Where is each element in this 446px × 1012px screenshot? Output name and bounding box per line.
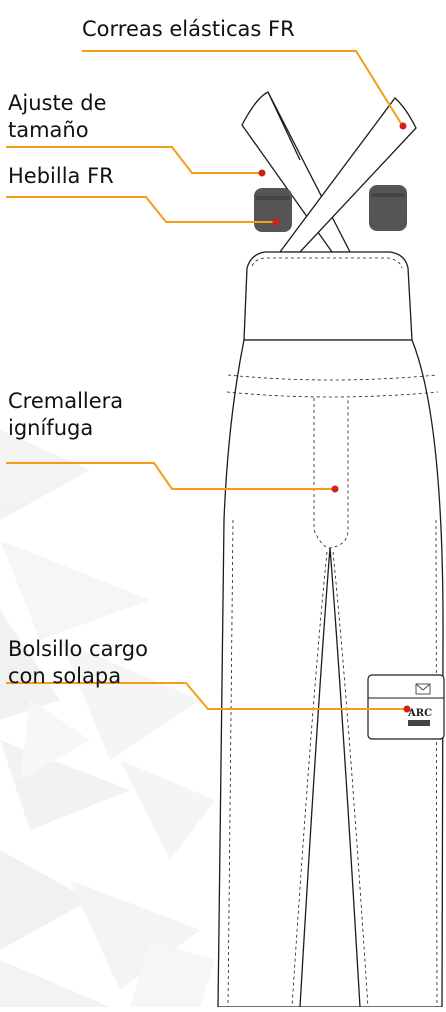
marker-zipper bbox=[331, 485, 339, 493]
label-zipper-line1: Cremallera bbox=[8, 389, 124, 413]
straps bbox=[241, 91, 417, 253]
buckle-right bbox=[369, 185, 407, 231]
marker-size-adjust bbox=[258, 169, 266, 177]
bib bbox=[243, 251, 413, 341]
label-size-adjust-line2: tamaño bbox=[8, 118, 89, 142]
label-size-adjust-line1: Ajuste de bbox=[8, 91, 107, 115]
buckle-left bbox=[254, 188, 292, 232]
leader-elastic-straps bbox=[82, 50, 403, 126]
marker-buckle bbox=[272, 218, 280, 226]
marker-elastic-straps bbox=[399, 122, 407, 130]
label-elastic-straps: Correas elásticas FR bbox=[82, 16, 295, 43]
leader-zipper bbox=[6, 462, 334, 490]
envelope-icon bbox=[415, 683, 431, 695]
markers bbox=[258, 122, 411, 713]
marker-pocket bbox=[403, 705, 411, 713]
label-buckle: Hebilla FR bbox=[8, 163, 114, 190]
label-size-adjust: Ajuste de tamaño bbox=[8, 90, 107, 144]
label-elastic-straps-text: Correas elásticas FR bbox=[82, 17, 295, 41]
leader-lines bbox=[6, 50, 406, 710]
leader-size-adjust bbox=[6, 146, 261, 174]
background-pattern bbox=[0, 430, 215, 1007]
label-buckle-text: Hebilla FR bbox=[8, 164, 114, 188]
label-zipper: Cremallera ignífuga bbox=[8, 388, 123, 442]
pocket-brand: ARC bbox=[407, 708, 432, 719]
strap-right bbox=[278, 97, 417, 253]
leader-pocket bbox=[6, 682, 406, 710]
leader-buckle bbox=[6, 196, 275, 223]
label-pocket: Bolsillo cargo con solapa bbox=[8, 636, 148, 690]
label-zipper-line2: ignífuga bbox=[8, 416, 94, 440]
label-pocket-line2: con solapa bbox=[8, 664, 122, 688]
label-pocket-line1: Bolsillo cargo bbox=[8, 637, 148, 661]
trouser-body bbox=[217, 339, 444, 1008]
